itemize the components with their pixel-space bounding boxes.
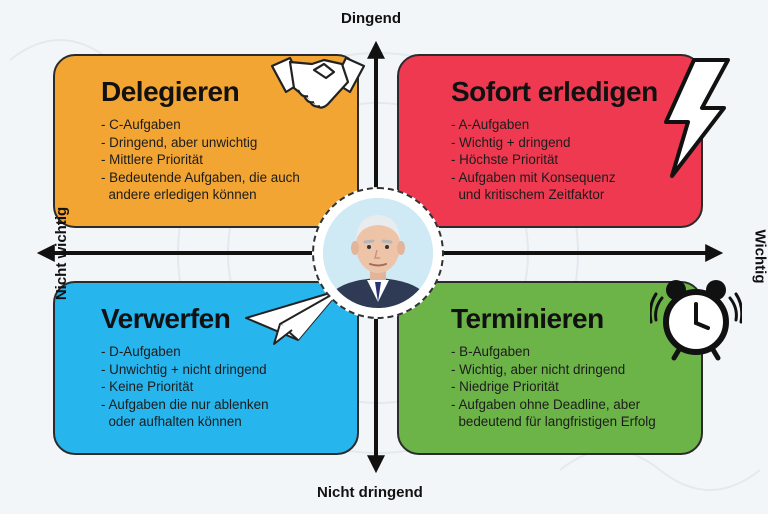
quadrant-title: Sofort erledigen: [451, 76, 658, 107]
axis-label-not-urgent: Nicht dringend: [317, 484, 423, 501]
quadrant-list: - B-Aufgaben - Wichtig, aber nicht dring…: [451, 343, 656, 431]
list-item: - Mittlere Priorität: [101, 152, 203, 167]
quadrant-list: - D-Aufgaben - Unwichtig + nicht dringen…: [101, 343, 269, 431]
list-item: - Keine Priorität: [101, 379, 194, 394]
list-item: - Dringend, aber unwichtig: [101, 134, 258, 150]
list-item: oder aufhalten können: [101, 414, 242, 429]
quadrant-list: - A-Aufgaben - Wichtig + dringend - Höch…: [451, 116, 616, 204]
quadrant-list: - C-Aufgaben - Dringend, aber unwichtig …: [101, 116, 300, 204]
quadrant-delegate: Delegieren - C-Aufgaben - Dringend, aber…: [53, 54, 359, 228]
list-item: - B-Aufgaben: [451, 344, 530, 359]
quadrant-do-now: Sofort erledigen - A-Aufgaben - Wichtig …: [397, 54, 703, 228]
axis-label-important: Wichtig: [751, 229, 768, 284]
quadrant-schedule: Terminieren - B-Aufgaben - Wichtig, aber…: [397, 281, 703, 455]
list-item: - Wichtig, aber nicht dringend: [451, 361, 626, 377]
list-item: - A-Aufgaben: [451, 117, 530, 132]
lightning-icon: [664, 58, 730, 178]
portrait: [323, 198, 433, 308]
list-item: - Wichtig + dringend: [451, 134, 571, 150]
axis-label-not-important: Nicht wichtig: [53, 206, 71, 301]
axis-label-urgent: Dingend: [341, 10, 401, 27]
list-item: - Bedeutende Aufgaben, die auch: [101, 169, 300, 185]
handshake-icon: [270, 56, 366, 109]
person-icon: [323, 198, 433, 308]
list-item: - Höchste Priorität: [451, 152, 559, 167]
list-item: - Niedrige Priorität: [451, 379, 559, 394]
list-item: - Aufgaben mit Konsequenz: [451, 169, 616, 185]
list-item: und kritischem Zeitfaktor: [451, 187, 605, 202]
quadrant-title: Delegieren: [101, 76, 240, 107]
list-item: - Aufgaben ohne Deadline, aber: [451, 396, 641, 412]
center-portrait-frame: [312, 187, 444, 319]
quadrant-title: Verwerfen: [101, 303, 231, 334]
list-item: andere erledigen können: [101, 187, 257, 202]
paper-plane-icon: [245, 289, 341, 345]
alarm-clock-icon: [650, 280, 742, 361]
list-item: bedeutend für langfristigen Erfolg: [451, 414, 656, 429]
list-item: - Unwichtig + nicht dringend: [101, 361, 267, 377]
list-item: - C-Aufgaben: [101, 117, 181, 132]
list-item: - Aufgaben die nur ablenken: [101, 396, 269, 412]
quadrant-title: Terminieren: [451, 303, 604, 334]
list-item: - D-Aufgaben: [101, 344, 181, 359]
